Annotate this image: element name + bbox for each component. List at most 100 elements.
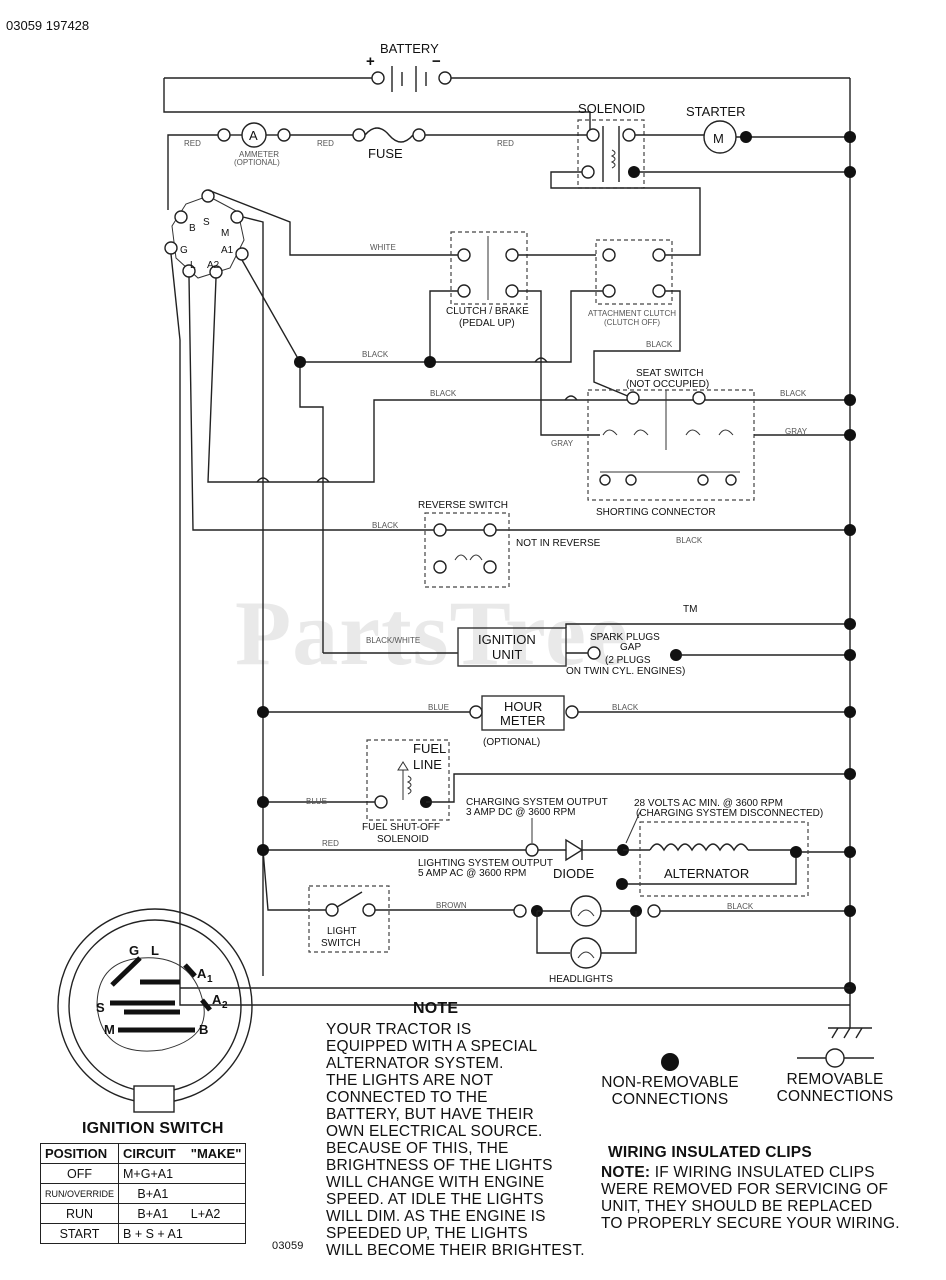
svg-text:WHITE: WHITE [370, 243, 396, 252]
svg-text:REVERSE SWITCH: REVERSE SWITCH [418, 500, 508, 511]
svg-text:UNIT: UNIT [492, 647, 522, 662]
svg-text:BLACK: BLACK [646, 340, 673, 349]
lighting-circuit: LIGHT SWITCH HEADLIGHTS BROWN BLACK [262, 849, 850, 985]
svg-text:−: − [432, 53, 441, 70]
svg-text:(OPTIONAL): (OPTIONAL) [483, 737, 540, 748]
table-row: RUN/OVERRIDE B+A1 [39, 1183, 247, 1204]
clips-note: NOTE: IF WIRING INSULATED CLIPS WERE REM… [601, 1164, 900, 1232]
svg-text:L: L [151, 943, 159, 958]
svg-text:A1: A1 [221, 245, 234, 256]
svg-text:ALTERNATOR: ALTERNATOR [664, 866, 749, 881]
svg-text:IGNITION: IGNITION [478, 632, 536, 647]
clips-title: WIRING INSULATED CLIPS [608, 1144, 812, 1161]
svg-text:(2 PLUGS: (2 PLUGS [605, 655, 651, 666]
svg-text:RED: RED [184, 139, 201, 148]
ignition-switch-table: POSITION CIRCUIT "MAKE" OFF M+G+A1 RUN/O… [39, 1143, 247, 1244]
svg-text:1: 1 [207, 974, 213, 985]
svg-text:(CLUTCH OFF): (CLUTCH OFF) [604, 318, 660, 327]
svg-text:BLACK: BLACK [727, 902, 754, 911]
svg-text:M: M [221, 228, 229, 239]
clutch-brake-switch: CLUTCH / BRAKE (PEDAL UP) [429, 231, 600, 436]
svg-text:G: G [180, 245, 188, 256]
svg-text:+: + [366, 53, 375, 70]
svg-text:2: 2 [222, 1000, 228, 1011]
ammeter-label: AMMETER [239, 150, 279, 159]
ammeter-letter: A [249, 128, 258, 143]
svg-text:GRAY: GRAY [551, 439, 574, 448]
partstree-watermark: PartsTree [235, 582, 629, 684]
svg-text:5 AMP AC @ 3600 RPM: 5 AMP AC @ 3600 RPM [418, 868, 526, 879]
svg-text:M: M [104, 1022, 115, 1037]
svg-text:CHARGING SYSTEM OUTPUT: CHARGING SYSTEM OUTPUT [466, 797, 608, 808]
reverse-switch: REVERSE SWITCH NOT IN REVERSE [418, 500, 601, 588]
svg-text:L: L [190, 260, 196, 271]
svg-text:RED: RED [497, 139, 514, 148]
starter: M STARTER [635, 104, 850, 154]
svg-text:B: B [189, 223, 196, 234]
svg-text:ON TWIN CYL. ENGINES): ON TWIN CYL. ENGINES) [566, 666, 685, 677]
svg-text:G: G [129, 943, 139, 958]
legend-removable: REMOVABLE CONNECTIONS [776, 1071, 894, 1105]
table-row: START B + S + A1 [39, 1223, 247, 1244]
svg-text:SPARK PLUGS: SPARK PLUGS [590, 632, 660, 643]
non-removable-symbol [661, 1053, 679, 1071]
svg-text:ATTACHMENT CLUTCH: ATTACHMENT CLUTCH [588, 309, 676, 318]
svg-text:(NOT OCCUPIED): (NOT OCCUPIED) [626, 379, 709, 390]
footer-code: 03059 [272, 1240, 304, 1252]
svg-text:DIODE: DIODE [553, 866, 595, 881]
svg-text:A: A [212, 992, 222, 1007]
svg-text:(CHARGING SYSTEM DISCONNECTED): (CHARGING SYSTEM DISCONNECTED) [636, 808, 823, 819]
svg-text:B: B [199, 1022, 208, 1037]
svg-text:GAP: GAP [620, 642, 641, 653]
note-body: YOUR TRACTOR IS EQUIPPED WITH A SPECIAL … [326, 1021, 585, 1259]
table-row: RUN B+A1 L+A2 [39, 1203, 247, 1224]
svg-text:GRAY: GRAY [785, 427, 808, 436]
ammeter-fuse: A AMMETER (OPTIONAL) FUSE RED RED RED [167, 122, 587, 210]
svg-text:SOLENOID: SOLENOID [377, 834, 429, 845]
svg-text:HEADLIGHTS: HEADLIGHTS [549, 974, 613, 985]
svg-text:LIGHTING SYSTEM OUTPUT: LIGHTING SYSTEM OUTPUT [418, 858, 553, 869]
svg-text:BLUE: BLUE [428, 703, 449, 712]
svg-text:A2: A2 [207, 260, 220, 271]
svg-text:FUEL SHUT-OFF: FUEL SHUT-OFF [362, 822, 440, 833]
fuse-label: FUSE [368, 146, 403, 161]
svg-text:RED: RED [317, 139, 334, 148]
svg-text:LIGHT: LIGHT [327, 926, 356, 937]
svg-text:NOT IN REVERSE: NOT IN REVERSE [516, 538, 601, 549]
svg-text:(PEDAL UP): (PEDAL UP) [459, 318, 515, 329]
svg-text:HOUR: HOUR [504, 699, 542, 714]
doc-id: 03059 197428 [6, 18, 89, 33]
removable-symbol [797, 1048, 874, 1068]
attachment-clutch-switch: ATTACHMENT CLUTCH (CLUTCH OFF) [300, 239, 681, 398]
svg-text:S: S [203, 217, 210, 228]
ignition-unit: IGNITION UNIT SPARK PLUGS GAP (2 PLUGS O… [323, 623, 850, 677]
seat-switch: SEAT SWITCH (NOT OCCUPIED) SHORTING CONN… [587, 368, 755, 518]
starter-motor-letter: M [713, 131, 724, 146]
svg-text:BLACK: BLACK [430, 389, 457, 398]
legend-non-removable: NON-REMOVABLE CONNECTIONS [601, 1074, 739, 1108]
svg-text:SEAT SWITCH: SEAT SWITCH [636, 368, 703, 379]
ground-symbol [828, 1027, 872, 1039]
svg-text:28 VOLTS AC MIN. @ 3600 RPM: 28 VOLTS AC MIN. @ 3600 RPM [634, 798, 783, 809]
svg-text:BLACK: BLACK [372, 521, 399, 530]
ignition-switch-terminals: B S M G A1 L A2 [164, 189, 249, 279]
svg-text:BROWN: BROWN [436, 901, 467, 910]
hour-meter: HOUR METER (OPTIONAL) BLUE BLACK [263, 695, 850, 748]
svg-text:SWITCH: SWITCH [321, 938, 360, 949]
svg-text:BLACK/WHITE: BLACK/WHITE [366, 636, 420, 645]
table-row: OFF M+G+A1 [39, 1163, 247, 1184]
svg-text:A: A [197, 966, 207, 981]
svg-text:FUEL: FUEL [413, 741, 446, 756]
svg-text:SHORTING CONNECTOR: SHORTING CONNECTOR [596, 507, 716, 518]
svg-text:3 AMP DC @ 3600 RPM: 3 AMP DC @ 3600 RPM [466, 807, 575, 818]
fuel-shutoff-solenoid: FUEL LINE FUEL SHUT-OFF SOLENOID BLUE [263, 739, 850, 845]
svg-text:METER: METER [500, 713, 546, 728]
svg-text:RED: RED [322, 839, 339, 848]
svg-text:BLACK: BLACK [362, 350, 389, 359]
battery-label: BATTERY [380, 41, 439, 56]
trademark: TM [683, 604, 697, 615]
starter-label: STARTER [686, 104, 745, 119]
svg-text:LINE: LINE [413, 757, 442, 772]
battery: + − BATTERY [163, 41, 850, 130]
